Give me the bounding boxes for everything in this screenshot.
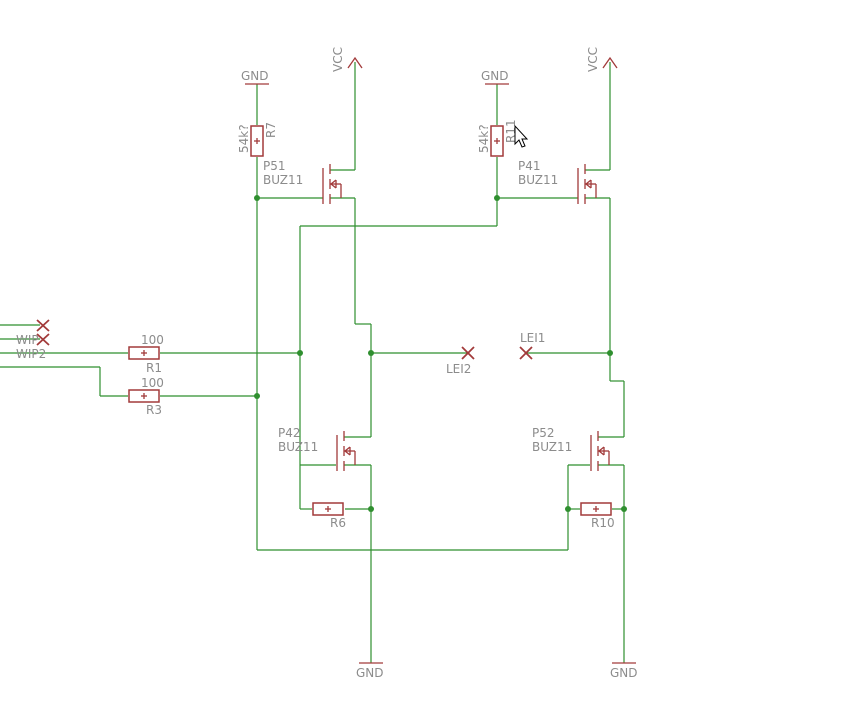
no-connect-x-icon [519,346,533,360]
junction-dots [254,195,627,512]
no-connect-x-icon [36,319,50,332]
gnd-label: GND [356,666,384,680]
resistor-name: R10 [591,516,615,530]
mosfet-name: P51 [263,159,286,173]
resistor-value: 54k? [477,124,491,153]
junction [621,506,627,512]
mosfet-p52[interactable]: P52 BUZ11 [532,426,610,471]
vcc-symbol-p51[interactable]: VCC [331,47,363,72]
junction [368,350,374,356]
mosfet-p51[interactable]: P51 BUZ11 [263,159,342,204]
junction [254,195,260,201]
net-label-wip2: WIP2 [16,347,46,361]
no-connect-markers [36,319,533,360]
mosfet-p41[interactable]: P41 BUZ11 [518,159,597,204]
resistor-name: R1 [146,361,162,375]
junction [494,195,500,201]
mosfet-name: P42 [278,426,301,440]
resistor-value: 100 [141,376,164,390]
resistor-r7[interactable]: 54k? R7 [237,122,278,157]
mosfet-value: BUZ11 [263,173,303,187]
net-label-lei1: LEI1 [520,331,545,345]
gnd-symbol-p52[interactable]: GND [610,662,638,680]
junction [254,393,260,399]
resistor-name: R6 [330,516,346,530]
mosfet-name: P41 [518,159,541,173]
wires [0,62,625,663]
net-label-wip: WIP [16,333,39,347]
gnd-symbol-r11[interactable]: GND [481,69,509,85]
net-label-lei2: LEI2 [446,362,471,376]
mosfet-value: BUZ11 [278,440,318,454]
gnd-symbol-r7[interactable]: GND [241,69,269,85]
gnd-label: GND [241,69,269,83]
resistor-name: R3 [146,403,162,417]
resistor-name: R7 [264,122,278,138]
resistor-r1[interactable]: 100 R1 [128,333,164,375]
vcc-label: VCC [331,47,345,72]
resistor-value: 54k? [237,124,251,153]
junction [297,350,303,356]
no-connect-x-icon [461,346,475,360]
mosfet-p42[interactable]: P42 BUZ11 [278,426,356,471]
resistor-r10[interactable]: R10 [580,502,615,530]
resistor-value: 100 [141,333,164,347]
mosfet-value: BUZ11 [518,173,558,187]
vcc-label: VCC [586,47,600,72]
resistor-r6[interactable]: R6 [312,502,346,530]
junction [368,506,374,512]
mouse-pointer-icon [514,124,529,148]
gnd-symbol-p42[interactable]: GND [356,662,384,680]
junction [565,506,571,512]
no-connect-x-icon [36,333,50,346]
junction [607,350,613,356]
mosfet-name: P52 [532,426,555,440]
resistor-r3[interactable]: 100 R3 [128,376,164,417]
gnd-label: GND [481,69,509,83]
vcc-symbol-p41[interactable]: VCC [586,47,618,72]
gnd-label: GND [610,666,638,680]
mosfet-value: BUZ11 [532,440,572,454]
